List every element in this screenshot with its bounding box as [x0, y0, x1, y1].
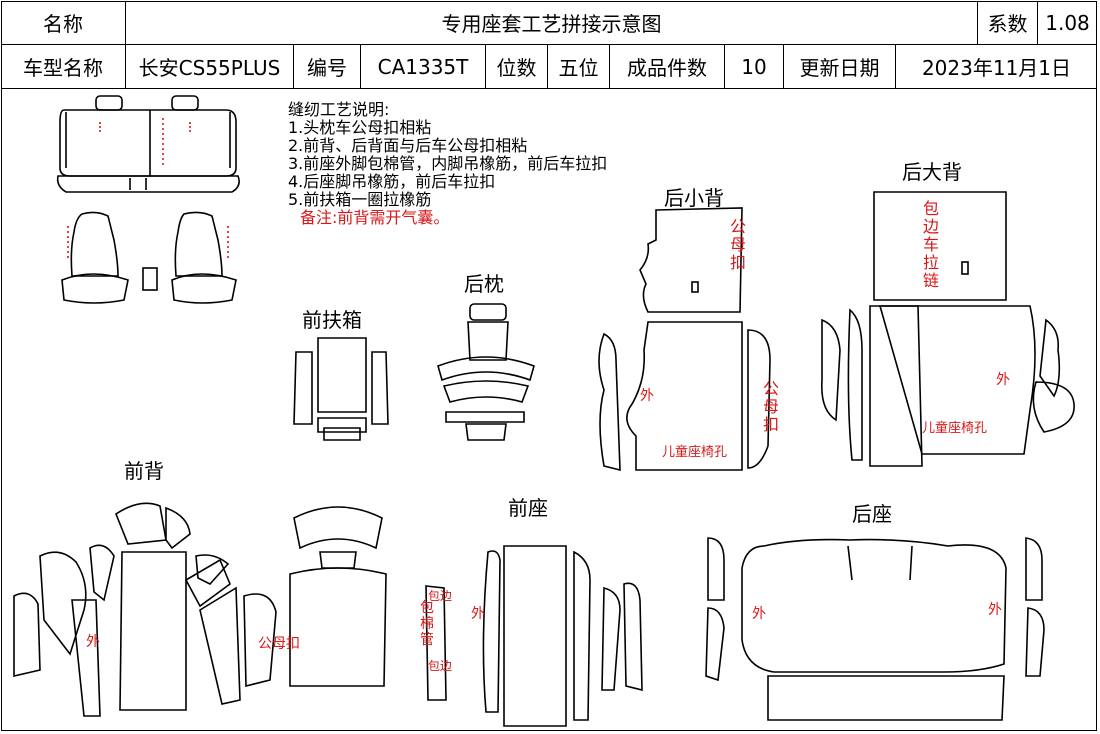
annotation-piping-bottom: 包边	[428, 659, 453, 673]
annotation-cotton-tube: 包棉管	[420, 600, 434, 648]
note-item-2: 2.前背、后背面与后车公母扣相粘	[288, 136, 528, 155]
model-label: 车型名称	[1, 45, 126, 89]
sewing-notes: 缝纫工艺说明: 1.头枕车公母扣相粘 2.前背、后背面与后车公母扣相粘 3.前座…	[288, 101, 607, 227]
rear-seat-pattern	[705, 537, 1045, 721]
date-label: 更新日期	[784, 45, 896, 89]
section-title-rear-headrest: 后枕	[464, 272, 504, 296]
code-label: 编号	[294, 45, 361, 89]
section-title-front-armrest: 前扶箱	[302, 308, 362, 332]
front-seat-pattern	[289, 506, 643, 727]
front-seats-thumbnail	[61, 211, 237, 304]
seats-label: 位数	[486, 45, 548, 89]
annotation-snap-front-back: 公母扣	[258, 636, 300, 652]
rear-big-back-pattern	[820, 191, 1075, 467]
date-value: 2023年11月1日	[896, 45, 1097, 89]
note-item-4: 4.后座脚吊橡筋，前后车拉扣	[288, 172, 496, 191]
note-item-5: 5.前扶箱一圈拉橡筋	[288, 190, 432, 209]
notes-title: 缝纫工艺说明:	[288, 100, 390, 119]
coef-value: 1.08	[1038, 1, 1097, 45]
rear-bench-thumbnail	[56, 95, 240, 193]
annotation-outer-big-back: 外	[996, 372, 1010, 388]
pieces-label: 成品件数	[610, 45, 725, 89]
annotation-piping-top: 包边	[428, 589, 453, 603]
note-item-3: 3.前座外脚包棉管，内脚吊橡筋，前后车拉扣	[288, 154, 608, 173]
section-title-rear-big-back: 后大背	[902, 160, 962, 184]
annotation-outer-front-back: 外	[86, 634, 100, 650]
annotation-snap-small-back: 公母扣	[729, 217, 746, 272]
seats-value: 五位	[548, 45, 610, 89]
section-title-front-seat: 前座	[508, 496, 548, 520]
annotation-snap-small-back-side: 公母扣	[762, 379, 779, 434]
annotation-edge-zipper: 包边车拉链	[922, 199, 939, 290]
section-title-rear-small-back: 后小背	[664, 186, 724, 210]
front-armrest-pattern	[293, 337, 389, 441]
annotation-outer-rear-seat-left: 外	[752, 606, 766, 622]
rear-small-back-pattern	[598, 207, 771, 472]
note-item-1: 1.头枕车公母扣相粘	[288, 118, 432, 137]
model-value: 长安CS55PLUS	[126, 45, 294, 89]
annotation-child-seat-hole-big: 儿童座椅孔	[922, 421, 988, 436]
rear-headrest-pattern	[437, 303, 535, 441]
annotation-outer-small-back: 外	[640, 388, 654, 404]
doc-title: 专用座套工艺拼接示意图	[126, 1, 978, 45]
section-title-rear-seat: 后座	[852, 502, 892, 526]
title-block: 名称 专用座套工艺拼接示意图 系数 1.08 车型名称 长安CS55PLUS 编…	[1, 1, 1097, 89]
pieces-value: 10	[725, 45, 784, 89]
front-back-pattern	[13, 502, 277, 717]
coef-label: 系数	[978, 1, 1038, 45]
section-title-front-back: 前背	[124, 459, 164, 483]
code-value: CA1335T	[361, 45, 486, 89]
annotation-outer-rear-seat-right: 外	[988, 602, 1002, 618]
note-remark: 备注:前背需开气囊。	[300, 208, 450, 227]
name-label: 名称	[1, 1, 126, 45]
annotation-outer-front-seat: 外	[471, 606, 485, 622]
annotation-child-seat-hole-small: 儿童座椅孔	[662, 445, 728, 460]
